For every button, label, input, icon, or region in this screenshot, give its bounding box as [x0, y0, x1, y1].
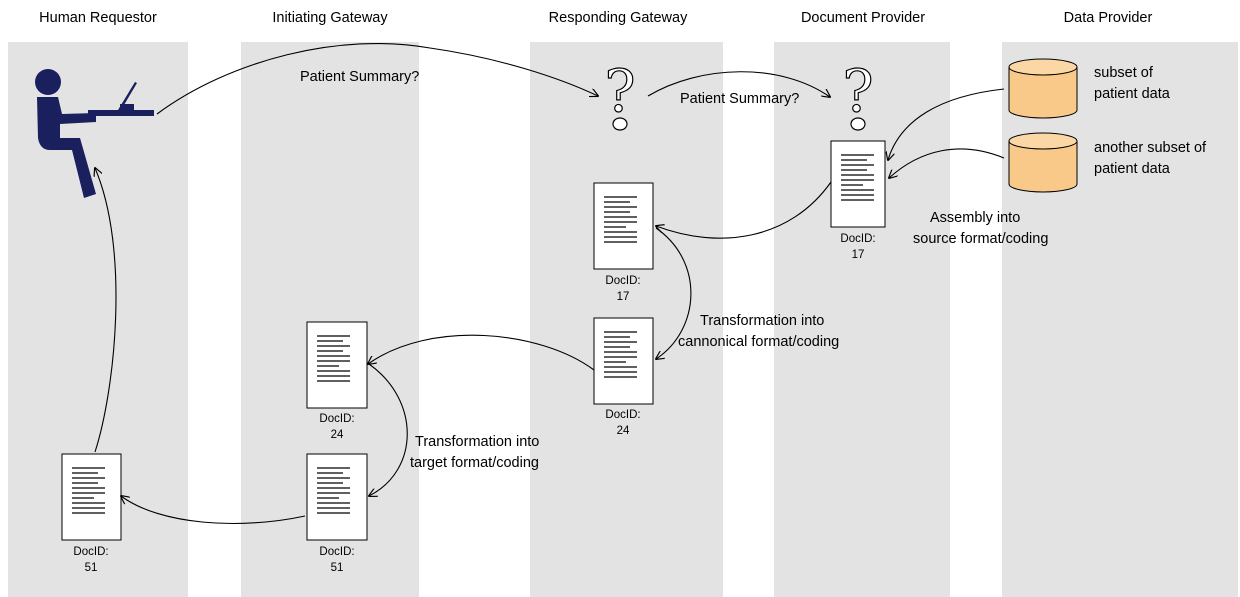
- lane-title-document-provider: Document Provider: [801, 10, 925, 26]
- lane-title-human-requestor: Human Requestor: [39, 10, 157, 26]
- doc-id-value-human-51: 51: [85, 562, 98, 574]
- doc-id-value-resp-17: 17: [617, 291, 630, 303]
- document-icon-resp-24: [593, 317, 654, 405]
- data-source-1-line-2: patient data: [1094, 86, 1171, 102]
- doc-id-value-provider: 17: [852, 249, 865, 261]
- question-icon-responding: ?: [604, 56, 636, 131]
- doc-id-label-resp-24: DocID:: [605, 409, 640, 421]
- arrow-query-to-responding: [156, 43, 598, 115]
- data-source-2-line-1: another subset of: [1094, 140, 1207, 156]
- data-source-1-line-1: subset of: [1094, 65, 1154, 81]
- lane-document-provider: [774, 42, 950, 597]
- step-canonical-line-1: Transformation into: [700, 313, 824, 329]
- lane-title-data-provider: Data Provider: [1064, 10, 1153, 26]
- query-label-2: Patient Summary?: [680, 91, 799, 107]
- doc-id-label-provider: DocID:: [840, 233, 875, 245]
- document-icon-init-24: [306, 321, 368, 409]
- document-icon-resp-17: [593, 182, 654, 270]
- query-label-1: Patient Summary?: [300, 69, 419, 85]
- doc-id-label-resp-17: DocID:: [605, 275, 640, 287]
- database-icon-2: [1008, 132, 1078, 193]
- doc-id-value-init-24: 24: [331, 429, 344, 441]
- step-target-line-2: target format/coding: [410, 455, 539, 471]
- arrow-data1-to-doc: [888, 88, 1005, 160]
- step-assembly-line-1: Assembly into: [930, 210, 1020, 226]
- svg-text:?: ?: [842, 57, 873, 125]
- data-source-2-line-2: patient data: [1094, 161, 1171, 177]
- step-assembly-line-2: source format/coding: [913, 231, 1048, 247]
- lane-title-initiating-gateway: Initiating Gateway: [272, 10, 388, 26]
- doc-id-value-init-51: 51: [331, 562, 344, 574]
- doc-id-label-init-24: DocID:: [319, 413, 354, 425]
- step-target-line-1: Transformation into: [415, 434, 539, 450]
- database-icon-1: [1008, 58, 1078, 119]
- document-icon-init-51: [306, 453, 368, 541]
- doc-id-label-init-51: DocID:: [319, 546, 354, 558]
- question-icon-provider: ?: [842, 56, 874, 131]
- step-canonical-line-2: cannonical format/coding: [678, 334, 839, 350]
- doc-id-value-resp-24: 24: [617, 425, 630, 437]
- document-icon-human-51: [61, 453, 122, 541]
- arrow-init-24-to-init-51: [369, 363, 408, 496]
- document-icon-provider: [830, 140, 886, 228]
- arrow-human-51-to-requestor: [95, 168, 117, 453]
- lane-title-responding-gateway: Responding Gateway: [549, 10, 688, 26]
- arrow-resp-24-to-init-24: [368, 334, 595, 371]
- svg-text:?: ?: [604, 57, 635, 125]
- arrow-init-51-to-human-51: [121, 496, 306, 525]
- person-at-computer-icon: [35, 69, 154, 198]
- arrow-query-to-provider: [647, 71, 830, 97]
- arrow-resp-17-to-resp-24: [656, 227, 692, 359]
- arrow-provider-to-resp-17: [656, 181, 832, 239]
- doc-id-label-human-51: DocID:: [73, 546, 108, 558]
- lane-data-provider: [1002, 42, 1238, 597]
- arrow-data2-to-doc: [889, 148, 1005, 178]
